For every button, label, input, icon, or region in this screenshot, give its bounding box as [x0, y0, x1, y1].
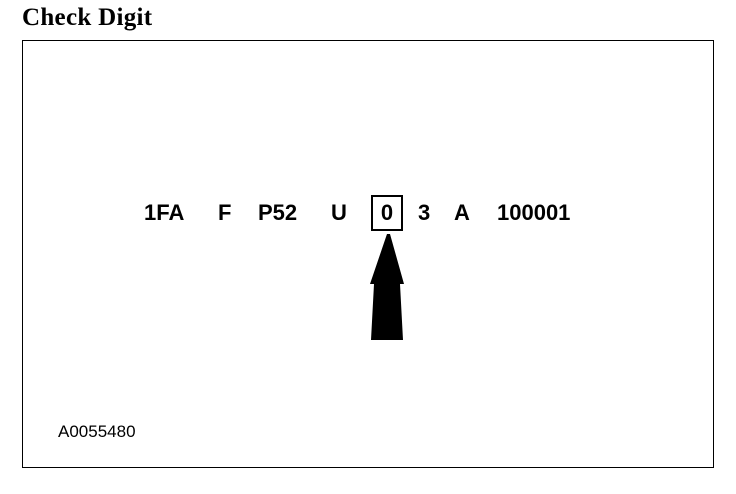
vin-restraint: F: [218, 200, 232, 225]
vin-check-digit: 0: [371, 195, 403, 231]
diagram-frame: [22, 40, 714, 468]
vin-wmi: 1FA: [144, 200, 185, 225]
vin-year: 3: [418, 200, 431, 225]
vin-plant: A: [454, 200, 470, 225]
vin-serial: 100001: [497, 200, 571, 225]
arrow-up-icon: [370, 234, 404, 340]
section-heading: Check Digit: [22, 4, 153, 31]
vin-engine: U: [331, 200, 347, 225]
figure-reference-id: A0055480: [58, 422, 136, 441]
vin-model: P52: [258, 200, 298, 225]
